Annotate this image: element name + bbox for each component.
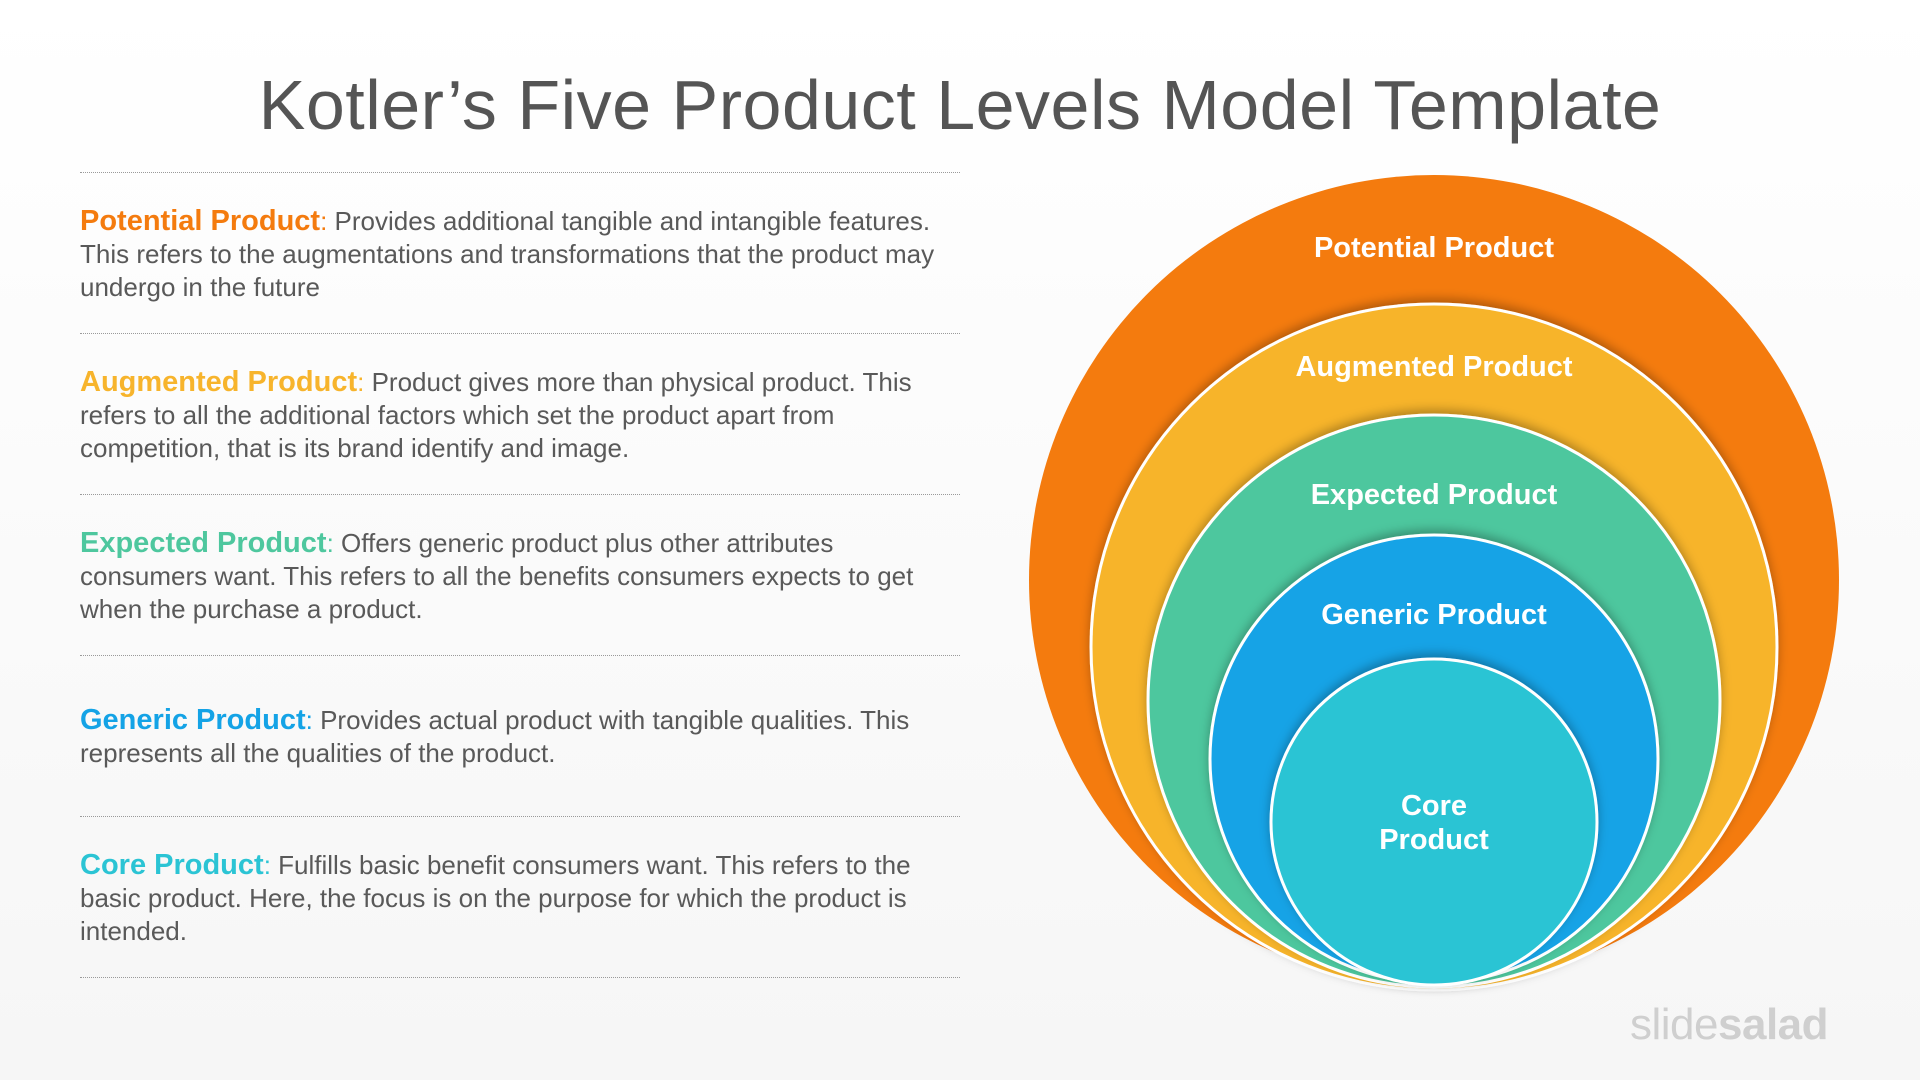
level-separator: : xyxy=(263,850,271,880)
level-text: Provides additional tangible and intangi… xyxy=(80,206,935,302)
page-title: Kotler’s Five Product Levels Model Templ… xyxy=(258,66,1662,144)
level-text: Product gives more than physical product… xyxy=(80,367,912,463)
brand-part1: slide xyxy=(1630,1000,1719,1049)
divider xyxy=(80,172,960,173)
level-name: Core Product xyxy=(80,849,264,881)
divider xyxy=(80,977,960,978)
brand-part2: salad xyxy=(1718,1000,1829,1049)
brand-logo: slidesalad xyxy=(1630,1000,1829,1050)
level-separator: : xyxy=(320,206,328,236)
level-description-augmented: Augmented Product: Product gives more th… xyxy=(80,334,960,494)
level-description-potential: Potential Product: Provides additional t… xyxy=(80,173,960,333)
divider xyxy=(80,816,960,817)
level-description-generic: Generic Product: Provides actual product… xyxy=(80,656,960,816)
ring-label-potential: Potential Product xyxy=(1314,232,1554,264)
level-separator: : xyxy=(326,528,334,558)
level-description-core: Core Product: Fulfills basic benefit con… xyxy=(80,817,960,977)
level-name: Potential Product xyxy=(80,205,321,237)
ring-label-expected: Expected Product xyxy=(1311,479,1558,511)
ring-label-core-line2: Product xyxy=(1379,824,1489,856)
divider xyxy=(80,655,960,656)
level-name: Expected Product xyxy=(80,527,327,559)
ring-label-augmented: Augmented Product xyxy=(1295,351,1572,383)
ring-label-core-line1: Core xyxy=(1401,790,1467,822)
level-description-expected: Expected Product: Offers generic product… xyxy=(80,495,960,655)
levels-list: Potential Product: Provides additional t… xyxy=(80,172,960,978)
level-separator: : xyxy=(357,367,365,397)
level-text: Provides actual product with tangible qu… xyxy=(80,705,910,768)
level-name: Generic Product xyxy=(80,704,306,736)
ring-label-generic: Generic Product xyxy=(1321,599,1547,631)
divider xyxy=(80,494,960,495)
level-name: Augmented Product xyxy=(80,366,358,398)
ring-core xyxy=(1269,657,1599,987)
divider xyxy=(80,333,960,334)
level-text: Offers generic product plus other attrib… xyxy=(80,528,914,624)
level-separator: : xyxy=(305,705,313,735)
level-text: Fulfills basic benefit consumers want. T… xyxy=(80,850,911,946)
